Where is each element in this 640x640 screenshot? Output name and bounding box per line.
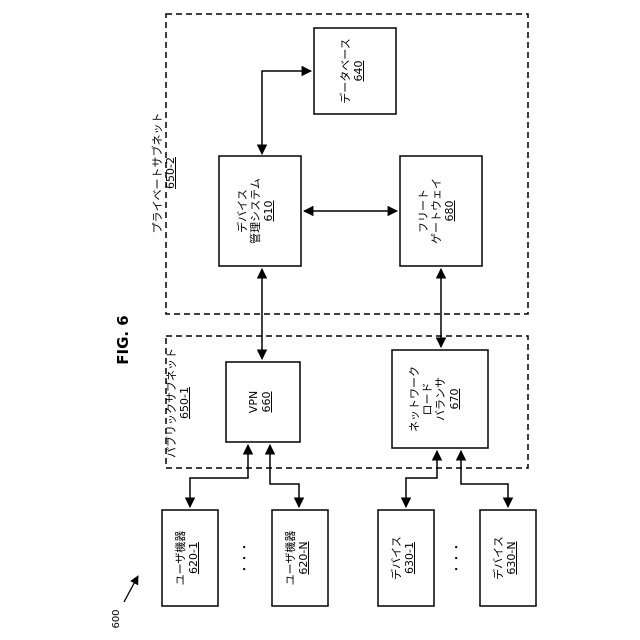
- figure-ref: 600: [111, 601, 125, 637]
- private-subnet-name: プライベートサブネット: [151, 98, 164, 248]
- public-subnet-name: パブリックサブネット: [165, 343, 178, 463]
- vpn-label: VPN 660: [247, 372, 279, 432]
- device-1-ref: 630-1: [403, 518, 416, 598]
- load-balancer-line3: バランサ: [434, 354, 447, 444]
- device-1-name: デバイス: [390, 518, 403, 598]
- arrow-lb-device1: [406, 451, 437, 507]
- device-1-label: デバイス 630-1: [390, 518, 422, 598]
- database-ref: 640: [352, 26, 365, 116]
- device-mgmt-line2: 管理システム: [249, 161, 262, 261]
- private-subnet-label: プライベートサブネット 650-2: [151, 98, 183, 248]
- arrow-vpn-user1: [190, 445, 248, 507]
- public-subnet-ref: 650-1: [178, 343, 191, 463]
- fleet-gateway-line2: ゲートウェイ: [430, 161, 443, 261]
- devices-ellipsis: ・・・: [450, 531, 464, 585]
- figure-title: FIG. 6: [114, 300, 134, 380]
- database-label: データベース 640: [339, 26, 371, 116]
- device-n-name: デバイス: [492, 518, 505, 598]
- user-device-1-label: ユーザ機器 620-1: [174, 518, 206, 598]
- user-devices-ellipsis: ・・・: [238, 531, 252, 585]
- vpn-ref: 660: [260, 372, 273, 432]
- user-device-n-ref: 620-N: [297, 518, 310, 598]
- user-device-1-name: ユーザ機器: [174, 518, 187, 598]
- vpn-name: VPN: [247, 372, 260, 432]
- device-mgmt-line1: デバイス: [236, 161, 249, 261]
- database-name: データベース: [339, 26, 352, 116]
- arrow-mgmt-database: [262, 71, 311, 154]
- user-device-1-ref: 620-1: [187, 518, 200, 598]
- figure-ref-arrow: [124, 576, 138, 602]
- arrow-vpn-usern: [270, 445, 299, 507]
- load-balancer-line2: ロード: [421, 354, 434, 444]
- arrow-lb-devicen: [461, 451, 508, 507]
- device-n-label: デバイス 630-N: [492, 518, 524, 598]
- fleet-gateway-ref: 680: [443, 161, 456, 261]
- fleet-gateway-line1: フリート: [417, 161, 430, 261]
- load-balancer-label: ネットワーク ロード バランサ 670: [408, 354, 472, 444]
- device-mgmt-label: デバイス 管理システム 610: [236, 161, 284, 261]
- fleet-gateway-label: フリート ゲートウェイ 680: [417, 161, 465, 261]
- user-device-n-name: ユーザ機器: [284, 518, 297, 598]
- load-balancer-line1: ネットワーク: [408, 354, 421, 444]
- user-device-n-label: ユーザ機器 620-N: [284, 518, 316, 598]
- device-mgmt-ref: 610: [262, 161, 275, 261]
- load-balancer-ref: 670: [448, 354, 461, 444]
- public-subnet-label: パブリックサブネット 650-1: [165, 343, 197, 463]
- private-subnet-ref: 650-2: [164, 98, 177, 248]
- device-n-ref: 630-N: [505, 518, 518, 598]
